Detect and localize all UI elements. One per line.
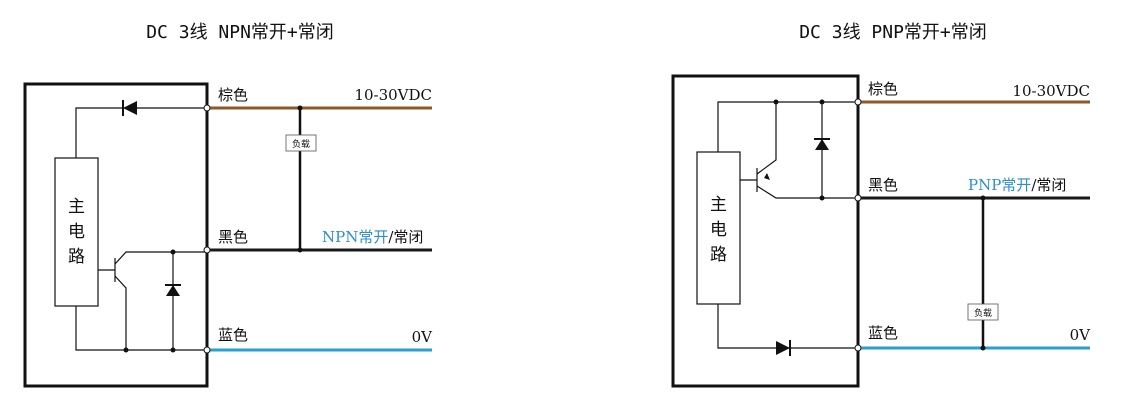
npn-main-char-1: 主	[68, 197, 85, 217]
pnp-output-sep: /常闭	[1031, 176, 1066, 194]
npn-main-circuit-box	[54, 157, 99, 307]
pnp-main-char-1: 主	[710, 195, 727, 215]
npn-title: DC 3线 NPN常开+常闭	[146, 22, 334, 43]
npn-brown-label: 棕色	[218, 86, 248, 104]
pnp-blue-label: 蓝色	[868, 324, 898, 342]
npn-diode-icon	[123, 101, 137, 115]
pnp-zener-icon	[815, 139, 829, 150]
pnp-main-char-3: 路	[710, 245, 727, 265]
npn-main-char-2: 电	[68, 222, 85, 242]
npn-blue-label: 蓝色	[218, 326, 248, 344]
pnp-supply-label: 10-30VDC	[1012, 82, 1090, 100]
pnp-black-label: 黑色	[868, 176, 898, 194]
npn-sensor-box	[23, 82, 209, 388]
npn-output-label: NPN常开/常闭	[322, 228, 423, 246]
npn-output-type: NPN常开	[322, 228, 388, 246]
pnp-zero-label: 0V	[1070, 326, 1092, 344]
npn-diagram: DC 3线 NPN常开+常闭 主 电 路	[23, 22, 434, 388]
npn-internal-wiring	[75, 107, 207, 351]
npn-load-label: 负载	[292, 138, 310, 150]
pnp-output-type: PNP常开	[968, 176, 1031, 194]
pnp-output-label: PNP常开/常闭	[968, 176, 1066, 194]
npn-zener-icon	[166, 285, 180, 296]
npn-supply-label: 10-30VDC	[354, 86, 432, 104]
pnp-diagram: DC 3线 PNP常开+常闭 主 电 路	[671, 22, 1092, 388]
pnp-main-circuit-box	[696, 151, 741, 305]
npn-zero-label: 0V	[412, 328, 434, 346]
npn-black-label: 黑色	[218, 228, 248, 246]
npn-load-box	[285, 134, 317, 152]
pnp-sensor-box	[671, 74, 860, 388]
npn-main-char-3: 路	[68, 247, 85, 267]
pnp-load-label: 负载	[974, 307, 992, 319]
pnp-main-char-2: 电	[710, 220, 727, 240]
pnp-title: DC 3线 PNP常开+常闭	[799, 22, 987, 43]
pnp-brown-label: 棕色	[868, 80, 898, 98]
npn-output-sep: /常闭	[388, 228, 423, 246]
pnp-diode-icon	[776, 341, 790, 355]
pnp-load-box	[967, 303, 999, 321]
